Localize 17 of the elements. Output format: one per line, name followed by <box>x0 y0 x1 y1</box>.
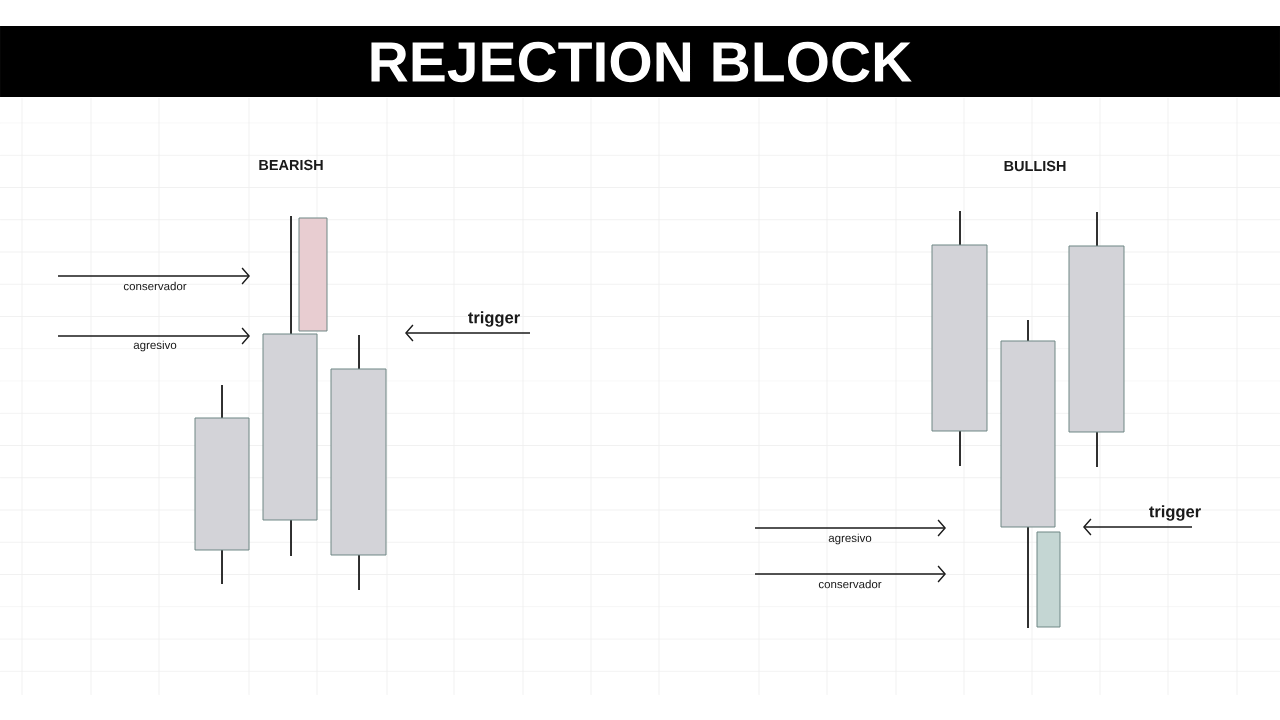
candlestick <box>298 217 328 332</box>
candlestick <box>262 215 318 557</box>
candlestick <box>1036 531 1061 628</box>
candlestick <box>931 210 988 467</box>
candlestick <box>1000 319 1056 629</box>
candlestick <box>194 384 250 585</box>
arrow-label: trigger <box>1149 505 1201 521</box>
arrow-label: trigger <box>468 311 520 327</box>
title-banner: REJECTION BLOCK <box>0 26 1280 97</box>
arrow-label: conservador <box>818 579 882 589</box>
arrow-label: agresivo <box>828 533 872 545</box>
arrow-label: conservador <box>123 281 187 291</box>
panel-heading: BULLISH <box>1004 160 1066 172</box>
candlestick <box>330 334 387 591</box>
panel-heading: BEARISH <box>259 159 323 171</box>
arrow-label: agresivo <box>133 340 177 352</box>
candlestick <box>1068 211 1125 468</box>
